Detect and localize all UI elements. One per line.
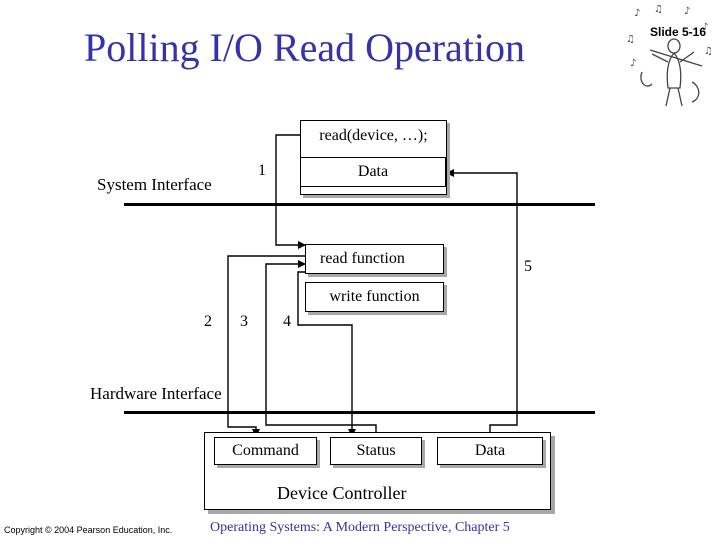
arrow-step-2 xyxy=(227,255,305,437)
slide-title: Polling I/O Read Operation xyxy=(84,25,526,70)
svg-text:♫: ♫ xyxy=(704,46,713,57)
step-1-label: 1 xyxy=(258,162,266,179)
read-function-box: read function xyxy=(305,244,444,274)
step-4-label: 4 xyxy=(283,313,291,330)
write-function-box: write function xyxy=(305,282,444,312)
arrow-step-5 xyxy=(446,169,518,436)
svg-text:♫: ♫ xyxy=(654,4,663,15)
slide-number: Slide 5-16 xyxy=(650,25,707,39)
svg-text:♪: ♪ xyxy=(630,58,636,69)
device-controller-label: Device Controller xyxy=(277,483,407,503)
data-box: Data xyxy=(300,157,446,187)
step-5-label: 5 xyxy=(524,258,532,275)
svg-text:♪: ♪ xyxy=(634,8,640,19)
system-interface-line xyxy=(124,203,595,206)
hardware-interface-line xyxy=(124,411,595,414)
arrow-step-1 xyxy=(275,134,306,249)
read-call-text: read(device, …); xyxy=(319,127,428,144)
data-register: Data xyxy=(437,437,543,465)
arrow-step-4 xyxy=(297,271,356,437)
step-3-label: 3 xyxy=(240,313,248,330)
svg-text:♫: ♫ xyxy=(626,34,635,45)
hardware-interface-label: Hardware Interface xyxy=(90,384,222,403)
status-register: Status xyxy=(330,437,422,465)
step-2-label: 2 xyxy=(204,313,212,330)
svg-text:♪: ♪ xyxy=(684,6,690,17)
copyright-text: Copyright © 2004 Pearson Education, Inc. xyxy=(4,525,173,535)
device-controller-box: Command Status Data Device Controller xyxy=(204,432,551,510)
svg-text:♪: ♪ xyxy=(702,22,708,33)
musician-logo-icon: ♪ ♫ ♪ ♫ ♪ ♪ ♫ xyxy=(626,4,713,107)
command-register: Command xyxy=(214,437,317,465)
course-footer: Operating Systems: A Modern Perspective,… xyxy=(210,520,510,535)
system-interface-label: System Interface xyxy=(97,175,212,194)
arrow-step-3 xyxy=(265,260,377,436)
